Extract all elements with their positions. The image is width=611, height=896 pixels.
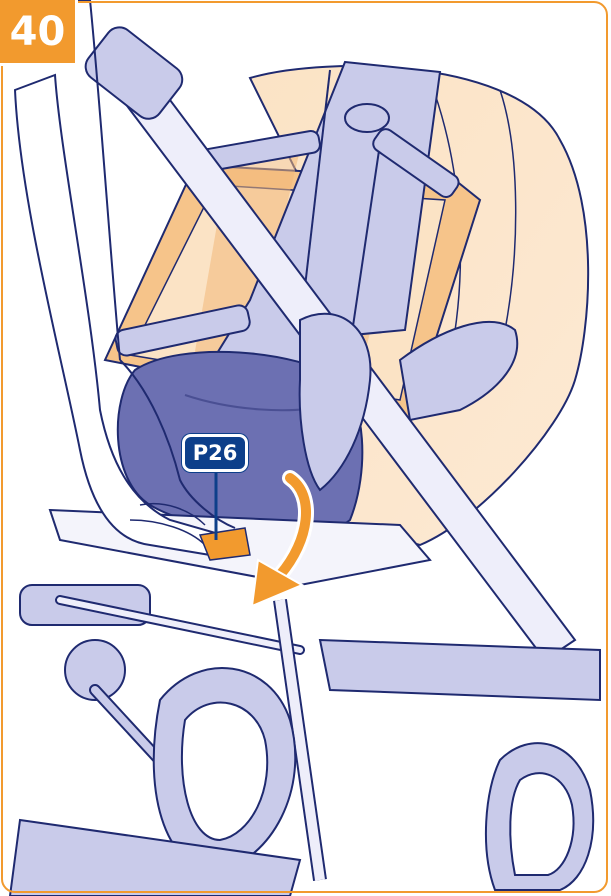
step-number-badge: 40 (0, 0, 78, 66)
part-callout: P26 (182, 434, 248, 472)
step-number: 40 (10, 9, 66, 55)
part-callout-label: P26 (193, 441, 238, 465)
